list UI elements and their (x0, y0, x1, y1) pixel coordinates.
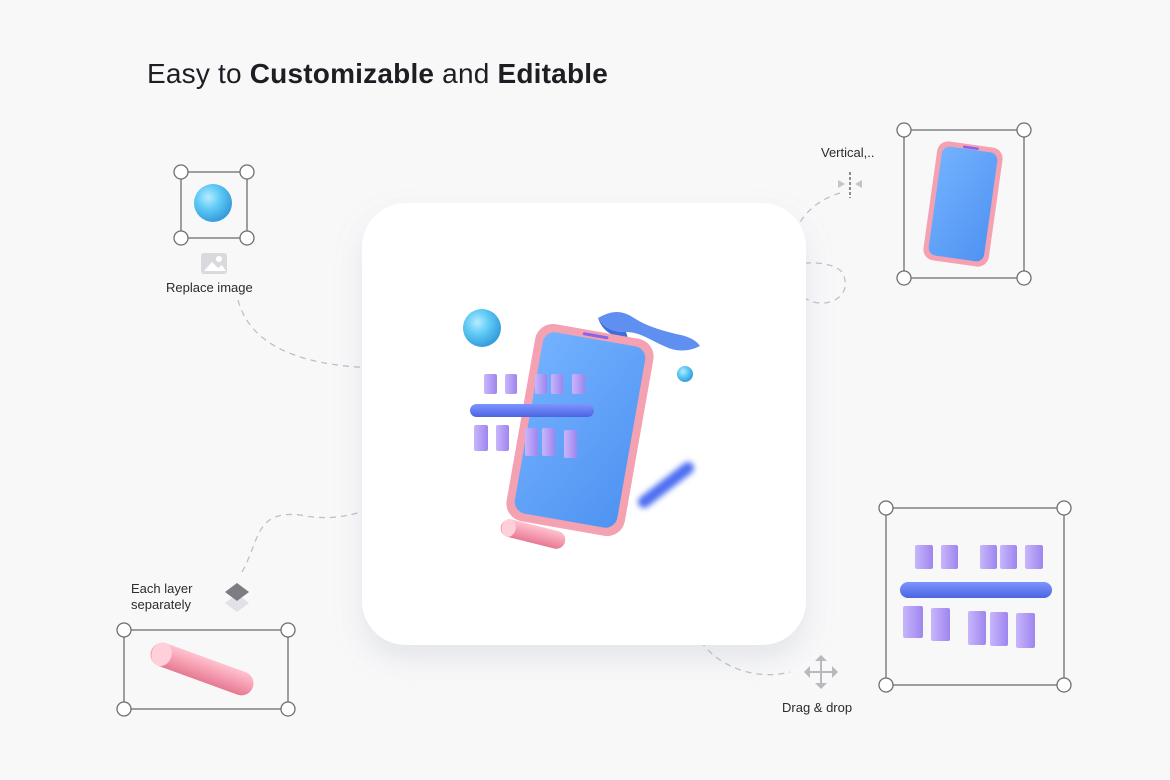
replace-image-label: Replace image (166, 280, 253, 295)
each-layer-label-line2: separately (131, 597, 191, 612)
each-layer-label-line1: Each layer (131, 581, 193, 596)
flip-vertical-icon (838, 172, 862, 198)
drag-drop-box[interactable] (878, 500, 1072, 693)
each-layer-box[interactable] (116, 622, 296, 717)
replace-image-box[interactable] (173, 164, 255, 246)
vertical-box[interactable] (896, 122, 1032, 286)
page-title: Easy to Customizable and Editable (147, 58, 608, 89)
ribbon-shape (598, 312, 700, 351)
blocks-preview (900, 545, 1052, 648)
sphere-small (677, 366, 693, 382)
blurred-stick (638, 462, 694, 508)
pink-cylinder (500, 519, 566, 549)
image-icon (201, 253, 227, 274)
sphere-preview (194, 184, 232, 222)
hero-composition (463, 309, 700, 549)
cylinder-preview (150, 642, 254, 696)
sphere-large (463, 309, 501, 347)
purple-blocks-top (484, 374, 585, 394)
blue-bar (470, 404, 594, 417)
move-arrows-icon (804, 655, 838, 689)
drag-drop-label: Drag & drop (782, 700, 853, 715)
phone-preview (923, 141, 1003, 267)
layers-icon (225, 583, 249, 612)
vertical-label: Vertical,.. (821, 145, 875, 160)
purple-blocks-bottom (474, 425, 577, 458)
